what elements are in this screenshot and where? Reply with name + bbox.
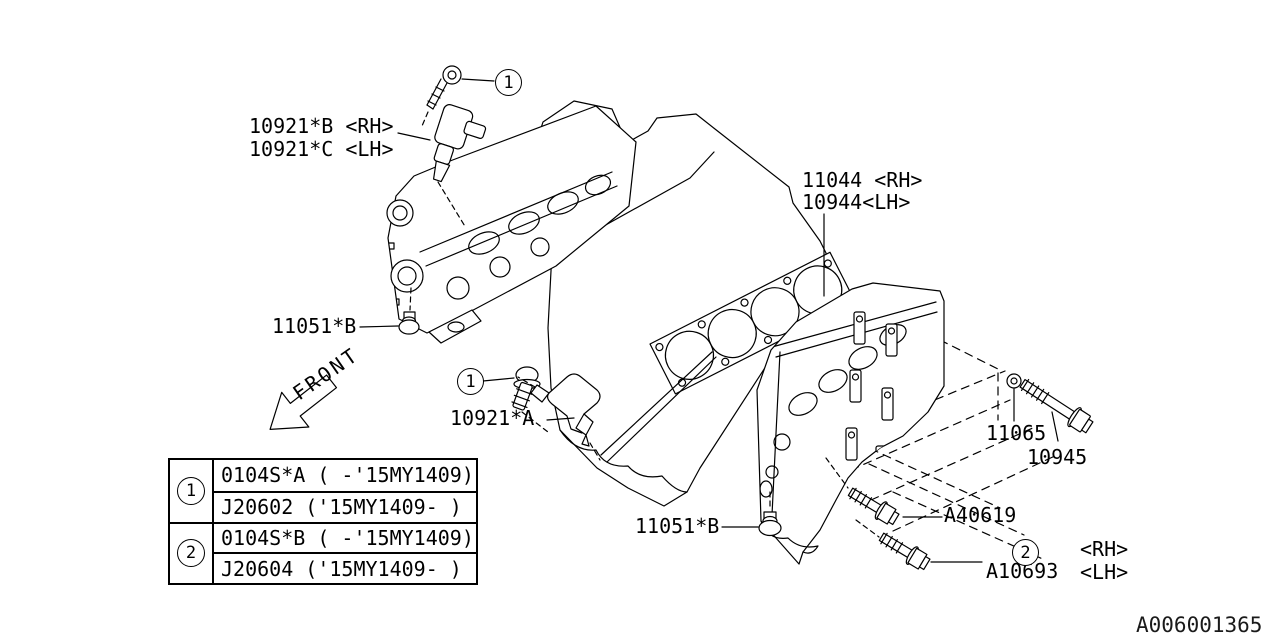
front-arrow-art xyxy=(269,374,338,430)
part-label-10921b-rh: 10921*B <RH> xyxy=(249,114,394,138)
legend-ref-1-cell: 1 xyxy=(170,460,214,522)
washer-11065-art xyxy=(1006,373,1022,389)
part-label-10944-lh: 10944<LH> xyxy=(802,190,911,214)
part-label-a10693: A10693 xyxy=(986,559,1059,583)
part-label-10945: 10945 xyxy=(1027,445,1088,469)
bolt-mid-art xyxy=(511,366,549,433)
part-label-10921a: 10921*A xyxy=(450,406,535,430)
part-label-a10693-rh: <RH> xyxy=(1080,537,1129,561)
bolt-a10693-art xyxy=(855,519,931,571)
legend-row-0104s-b: 0104S*B ( -'15MY1409) xyxy=(214,521,476,553)
ignition-coil-top-art xyxy=(432,104,487,229)
legend-ref-2-cell: 2 xyxy=(170,521,214,583)
ref-circle-1-mid: 1 xyxy=(457,368,484,395)
ref-circle-2-bottom: 2 xyxy=(1012,539,1039,566)
ignition-coil-mid-art xyxy=(517,351,717,463)
document-number: A006001365 xyxy=(1136,613,1263,637)
part-label-11051b-left: 11051*B xyxy=(272,314,357,338)
legend-ref-circle-1: 1 xyxy=(177,476,205,505)
part-label-a10693-lh: <LH> xyxy=(1080,560,1129,584)
part-label-a40619: A40619 xyxy=(944,503,1017,527)
legend-row-j20602: J20602 ('15MY1409- ) xyxy=(214,490,476,522)
bolt-top-art xyxy=(421,65,462,127)
legend-row-j20604: J20604 ('15MY1409- ) xyxy=(214,552,476,583)
plug-bottom-art xyxy=(758,491,782,537)
cylinder-head-right-art xyxy=(756,282,945,565)
part-label-11044-rh: 11044 <RH> xyxy=(802,168,923,192)
part-label-10921c-lh: 10921*C <LH> xyxy=(249,137,394,161)
plug-left-art xyxy=(398,287,420,335)
part-label-11051b-bottom: 11051*B xyxy=(635,514,720,538)
legend-table: 1 0104S*A ( -'15MY1409) J20602 ('15MY140… xyxy=(168,458,478,585)
legend-ref-circle-2: 2 xyxy=(177,539,205,568)
part-label-11065: 11065 xyxy=(986,421,1047,445)
ref-circle-1-top: 1 xyxy=(495,69,522,96)
bolt-10945-art xyxy=(1019,378,1094,434)
legend-row-0104s-a: 0104S*A ( -'15MY1409) xyxy=(221,463,474,488)
leader-lines-art xyxy=(359,78,1059,563)
bolt-a40619-art xyxy=(825,457,900,526)
